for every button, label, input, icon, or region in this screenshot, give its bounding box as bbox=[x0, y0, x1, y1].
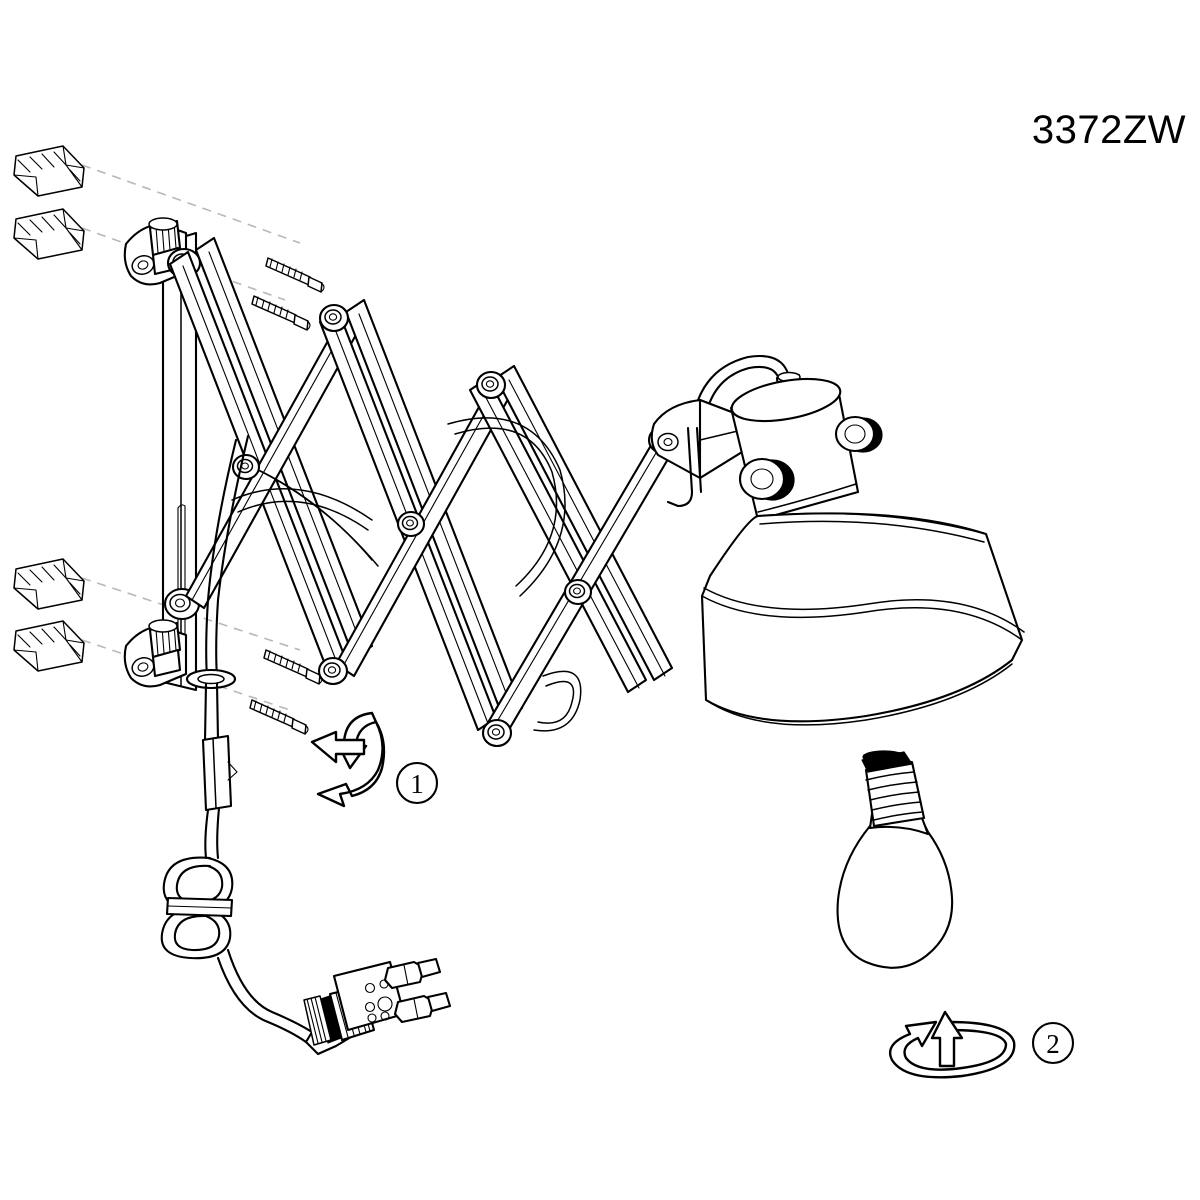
product-code-label: 3372ZW bbox=[1031, 108, 1186, 152]
wall-plug-group-lower bbox=[13, 558, 85, 672]
wall-plug bbox=[13, 145, 85, 197]
arm-pivot bbox=[231, 453, 261, 481]
arm-pivot bbox=[317, 656, 349, 686]
cord-coil bbox=[160, 856, 234, 960]
screw bbox=[249, 699, 309, 735]
arm-pivot bbox=[475, 370, 507, 400]
power-plug bbox=[303, 957, 452, 1056]
screw-group bbox=[249, 257, 325, 735]
step-2-marker: 2 bbox=[888, 1010, 1075, 1079]
adjustment-knob-left bbox=[738, 457, 795, 501]
step-1-circle bbox=[395, 761, 439, 805]
screw bbox=[251, 295, 311, 331]
wall-plug bbox=[13, 208, 85, 260]
wall-plug-group-upper bbox=[13, 145, 85, 260]
wall-plug bbox=[13, 620, 85, 672]
lamp-head bbox=[650, 354, 1025, 726]
lamp-housing bbox=[729, 377, 860, 522]
screw bbox=[265, 257, 325, 293]
rotate-arrow-icon bbox=[316, 711, 386, 808]
straight-arrow-left-icon bbox=[310, 730, 366, 764]
screw bbox=[263, 649, 323, 685]
mounting-bracket-lower bbox=[123, 619, 188, 688]
step-1-number: 1 bbox=[410, 769, 424, 799]
step-2-circle bbox=[1031, 1021, 1075, 1065]
adjustment-knob-right bbox=[834, 415, 883, 453]
plug-pin bbox=[393, 991, 452, 1024]
rotate-ellipse-arrow-icon bbox=[888, 1020, 1016, 1079]
inline-switch bbox=[201, 734, 238, 812]
step-2-number: 2 bbox=[1046, 1029, 1060, 1059]
straight-arrow-up-icon bbox=[930, 1010, 964, 1068]
light-bulb bbox=[836, 750, 954, 969]
arm-pivot bbox=[396, 510, 426, 538]
arm-pivot bbox=[563, 578, 593, 606]
step-1-marker: 1 bbox=[310, 711, 439, 808]
mounting-bracket-upper bbox=[123, 217, 202, 286]
cord-grommet bbox=[185, 668, 237, 690]
lamp-shade bbox=[700, 512, 1025, 726]
head-yoke bbox=[650, 398, 744, 508]
wall-plug bbox=[13, 558, 85, 610]
scissor-arm bbox=[168, 236, 680, 748]
bulb-screw-base bbox=[864, 760, 926, 828]
arm-pivot bbox=[481, 718, 513, 748]
power-cord bbox=[160, 434, 314, 1044]
plug-pin bbox=[383, 957, 442, 990]
arm-pivot bbox=[318, 303, 350, 333]
